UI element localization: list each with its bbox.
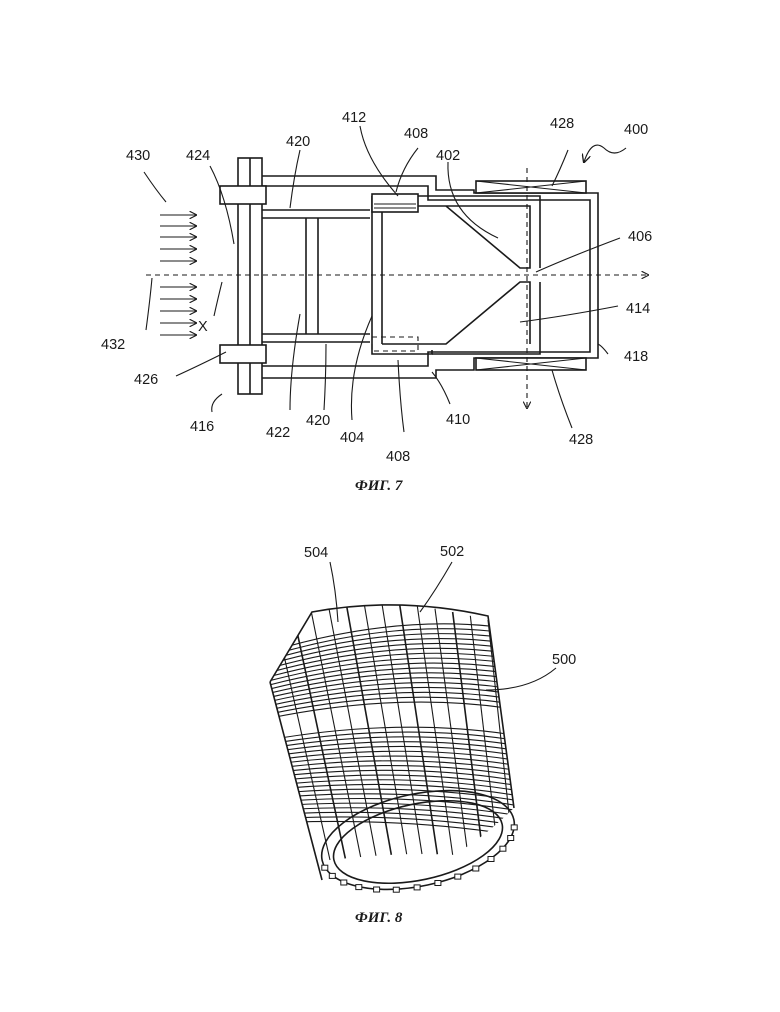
anode-cone-top — [382, 206, 530, 268]
rim-notch — [508, 836, 514, 841]
label-400: 400 — [624, 122, 648, 138]
rim-notch — [322, 865, 328, 870]
label-408-bottom: 408 — [386, 449, 410, 465]
label-420-bottom: 420 — [306, 413, 330, 429]
label-502: 502 — [440, 544, 464, 560]
clamp-top — [220, 186, 266, 204]
rim-notch — [488, 857, 494, 862]
rim-notch — [356, 885, 362, 890]
rim-notch — [511, 825, 517, 830]
label-504: 504 — [304, 545, 328, 561]
stator-core-cylinder — [260, 604, 523, 905]
coil-top — [476, 181, 586, 193]
label-420-top: 420 — [286, 134, 310, 150]
label-432: 432 — [101, 337, 125, 353]
label-408-top: 408 — [404, 126, 428, 142]
figure-8-caption: ФИГ. 8 — [355, 910, 403, 926]
label-430: 430 — [126, 148, 150, 164]
label-414: 414 — [626, 301, 650, 317]
label-428-bottom: 428 — [569, 432, 593, 448]
coil-bottom — [476, 358, 586, 370]
label-422: 422 — [266, 425, 290, 441]
label-axis-x: X — [198, 319, 208, 335]
window-top — [372, 194, 418, 212]
label-500: 500 — [552, 652, 576, 668]
label-426: 426 — [134, 372, 158, 388]
label-402: 402 — [436, 148, 460, 164]
rim-notch — [329, 873, 335, 878]
anode-cone-bottom — [382, 282, 530, 344]
label-428-top: 428 — [550, 116, 574, 132]
label-406: 406 — [628, 229, 652, 245]
arrow-400 — [584, 145, 626, 162]
rim-notch — [473, 866, 479, 871]
clamp-bottom — [220, 345, 266, 363]
label-424: 424 — [186, 148, 210, 164]
label-404: 404 — [340, 430, 364, 446]
label-416: 416 — [190, 419, 214, 435]
label-418: 418 — [624, 349, 648, 365]
rim-notch — [500, 846, 506, 851]
label-410: 410 — [446, 412, 470, 428]
figure-8: 504 502 500 ФИГ. 8 — [260, 544, 576, 926]
label-412: 412 — [342, 110, 366, 126]
rim-notch — [414, 885, 420, 890]
figure-7-caption: ФИГ. 7 — [355, 478, 403, 494]
figure-7: 400 402 404 406 408 408 410 412 414 416 … — [101, 110, 652, 494]
rim-notch — [435, 881, 441, 886]
rim-notch — [374, 887, 380, 892]
rim-notch — [393, 887, 399, 892]
rim-notch — [341, 880, 347, 885]
rim-notch — [455, 874, 461, 879]
